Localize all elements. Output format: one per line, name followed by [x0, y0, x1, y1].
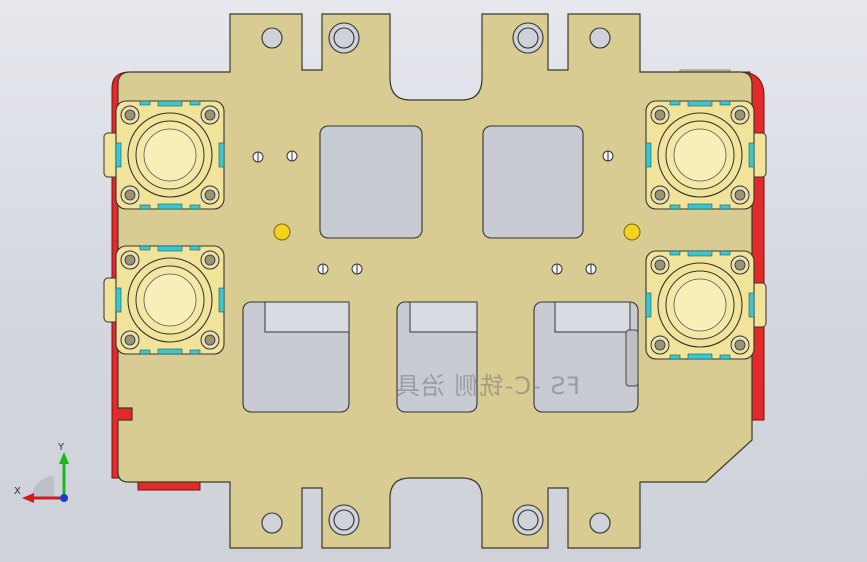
clamp-slot [157, 348, 183, 355]
upper-pockets [319, 125, 584, 239]
clamp-slot [139, 204, 151, 210]
clamp-screw-head [204, 189, 216, 201]
clamp-boss-core [143, 273, 197, 327]
orientation-triad[interactable]: Y X [10, 440, 80, 510]
clamp-slot [157, 203, 183, 210]
pin-hole-slots [257, 151, 609, 274]
clamp-slot [687, 100, 713, 107]
clamp-boss-core [673, 128, 727, 182]
clamp-boss-core [673, 278, 727, 332]
locating-dowels [273, 223, 641, 241]
clamp-screw-head [654, 259, 666, 271]
clamp-assembly[interactable] [645, 250, 767, 360]
clamp-slot [218, 287, 225, 313]
clamp-assembly[interactable] [103, 100, 225, 210]
clamp-screw-head [124, 254, 136, 266]
clamp-assembly[interactable] [103, 245, 225, 355]
triad-graphic [22, 452, 69, 503]
clamp-slot [748, 292, 755, 318]
clamp-slot [645, 292, 652, 318]
clamp-screw-head [654, 109, 666, 121]
mounting-holes [261, 22, 611, 536]
clamp-slot [115, 142, 122, 168]
clamp-slot [669, 250, 681, 256]
clamp-slot [687, 203, 713, 210]
clamp-slot [189, 100, 201, 106]
clamp-slot [669, 100, 681, 106]
clamp-screw-head [204, 109, 216, 121]
clamp-screw-head [654, 339, 666, 351]
clamp-slot [748, 142, 755, 168]
clamp-slot [719, 354, 731, 360]
base-plate[interactable] [117, 13, 753, 549]
clamp-screw-head [734, 259, 746, 271]
clamp-boss-core [143, 128, 197, 182]
clamp-slot [719, 204, 731, 210]
clamp-slot [645, 142, 652, 168]
clamp-screw-head [124, 189, 136, 201]
clamp-slot [139, 100, 151, 106]
clamp-slot [669, 204, 681, 210]
clamp-slot [189, 349, 201, 355]
clamp-slot [669, 354, 681, 360]
clamp-screw-head [734, 339, 746, 351]
clamp-slot [687, 250, 713, 257]
clamp-slot [139, 245, 151, 251]
clamp-assembly[interactable] [645, 100, 767, 210]
side-slider[interactable] [625, 329, 639, 387]
clamp-screw-head [124, 334, 136, 346]
clamp-slot [157, 100, 183, 107]
clamp-slot [189, 204, 201, 210]
clamp-screw-head [204, 334, 216, 346]
clamp-screw-head [654, 189, 666, 201]
clamp-screw-head [124, 109, 136, 121]
clamp-slot [157, 245, 183, 252]
clamp-slot [115, 287, 122, 313]
clamp-slot [139, 349, 151, 355]
triad-y-label: Y [58, 442, 65, 453]
clamp-slot [687, 353, 713, 360]
clamp-screw-head [734, 109, 746, 121]
triad-x-label: X [14, 486, 21, 497]
clamp-screw-head [734, 189, 746, 201]
clamp-slot [218, 142, 225, 168]
clamp-slot [189, 245, 201, 251]
clamp-screw-head [204, 254, 216, 266]
lower-pockets [242, 301, 639, 413]
clamp-slot [719, 100, 731, 106]
clamp-slot [719, 250, 731, 256]
